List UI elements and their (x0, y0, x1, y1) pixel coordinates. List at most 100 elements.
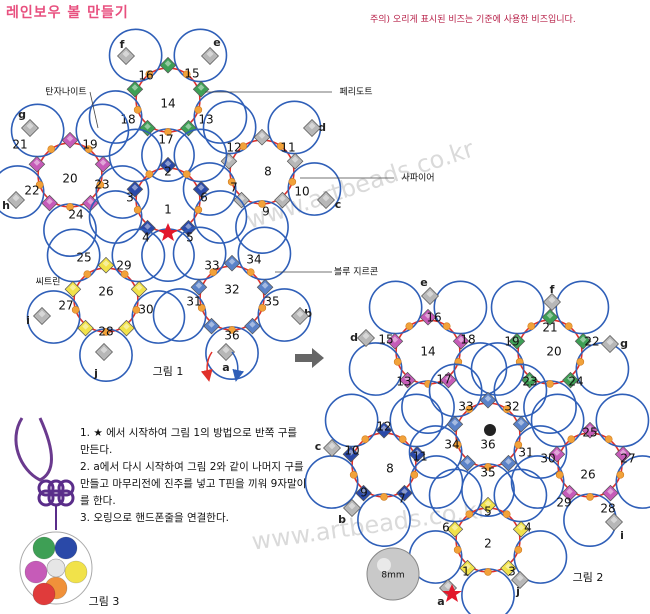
bead-label: 씨트린 (36, 277, 61, 288)
petal-ring (324, 393, 379, 448)
orange-bead (197, 304, 206, 312)
orange-bead (567, 435, 576, 443)
gem-bead (500, 454, 517, 472)
gem-bead (399, 371, 416, 389)
orange-bead (465, 510, 474, 518)
ring-number: 33 (204, 259, 219, 273)
petal-ring (348, 342, 403, 396)
petal-ring (267, 100, 322, 155)
gem-bead (203, 317, 220, 335)
ring-number: 14 (160, 97, 175, 111)
orange-bead (239, 142, 248, 150)
bead-label: 탄자나이트 (45, 87, 86, 98)
point-letter: f (120, 38, 125, 51)
gem-bead (342, 445, 360, 463)
ring-number: 23 (522, 375, 537, 389)
petal-ring (575, 342, 630, 396)
knot-loop (37, 489, 55, 507)
petal-ring (530, 393, 585, 448)
petal-ring (304, 455, 359, 509)
point-letter: b (338, 513, 346, 526)
ring-number: 11 (412, 450, 427, 464)
gem-bead (61, 131, 79, 149)
ring-number: 17 (436, 373, 451, 387)
orange-bead (35, 181, 44, 189)
crystal-bead (543, 293, 561, 311)
gem-bead (190, 278, 208, 296)
ring-number: 4 (142, 231, 150, 245)
crystal-bead (95, 343, 113, 361)
ring-number: 15 (378, 333, 393, 347)
center-mark (484, 424, 496, 436)
crystal-bead (7, 191, 25, 209)
orange-bead (564, 322, 573, 330)
orange-bead (145, 170, 154, 178)
orange-bead (133, 106, 142, 114)
orange-bead (209, 268, 218, 276)
gem-bead (126, 180, 144, 198)
gem-bead (581, 421, 599, 439)
petal-ring (513, 530, 568, 584)
ring-number: 21 (12, 138, 27, 152)
ring-number: 21 (542, 321, 557, 335)
gem-bead (500, 559, 517, 577)
orange-bead (84, 145, 93, 153)
ring-number: 6 (442, 521, 450, 535)
crystal-bead (317, 191, 335, 209)
petal-ring (555, 280, 610, 335)
ring-number: 28 (98, 325, 113, 339)
ring-number: 27 (58, 299, 73, 313)
crystal-bead (323, 439, 341, 457)
petal-ring (131, 290, 186, 344)
instructions: 1. ★ 에서 시작하여 그림 1의 방법으로 반쪽 구를 만든다. 2. a에… (80, 425, 310, 527)
start-star-icon (158, 223, 178, 241)
gem-bead (548, 445, 566, 463)
ring-number: 26 (98, 285, 113, 299)
petal-ring (470, 342, 525, 396)
ring-number: 6 (200, 191, 208, 205)
gem-bead (77, 319, 94, 337)
gem-bead (562, 371, 579, 389)
ring-number: 4 (524, 521, 532, 535)
ring-number: 28 (600, 502, 615, 516)
ring-number: 2 (484, 537, 492, 551)
gem-bead (440, 371, 457, 389)
strap-cord (14, 417, 54, 482)
gem-bead (459, 559, 476, 577)
orange-bead (182, 170, 191, 178)
gem-bead (192, 80, 210, 98)
gem-bead (126, 80, 144, 98)
orange-bead (258, 304, 267, 312)
gem-bead (180, 119, 197, 137)
orange-bead (527, 322, 536, 330)
gem-bead (28, 155, 46, 173)
orange-bead (120, 270, 129, 278)
gem-bead (286, 152, 304, 170)
start-star-icon (442, 584, 462, 602)
point-letter: j (93, 367, 98, 380)
orange-bead (604, 435, 613, 443)
ring-number: 3 (126, 191, 134, 205)
bead-label: 블루 지르콘 (334, 267, 378, 278)
ring-number: 35 (264, 295, 279, 309)
ring-number: 32 (504, 400, 519, 414)
gem-bead (459, 454, 476, 472)
crystal-bead (601, 335, 619, 353)
crystal-bead (291, 307, 309, 325)
point-letter: i (26, 314, 30, 327)
ring-number: 36 (480, 438, 495, 452)
knot-loop (57, 489, 75, 507)
petal-ring (287, 162, 342, 216)
petal-ring (433, 280, 488, 335)
ring-number: 31 (186, 295, 201, 309)
crystal-bead (605, 513, 623, 531)
gem-bead (386, 332, 404, 350)
ring-number: 12 (226, 141, 241, 155)
gem-bead (561, 484, 578, 502)
ring-number: 7 (398, 492, 406, 506)
orange-bead (514, 546, 523, 554)
ring-number: 1 (462, 565, 470, 579)
knot-loop (57, 479, 75, 497)
